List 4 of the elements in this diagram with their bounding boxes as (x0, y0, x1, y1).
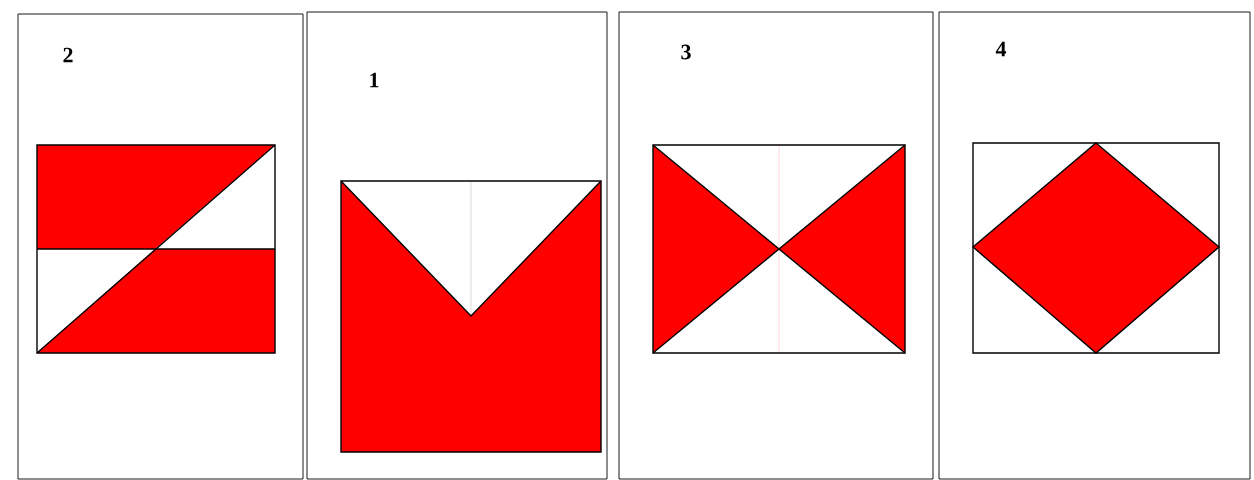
panel-number: 4 (995, 41, 1007, 57)
panel-number: 2 (63, 47, 73, 63)
panel-number: 1 (370, 72, 379, 88)
panel-number: 3 (681, 44, 691, 60)
